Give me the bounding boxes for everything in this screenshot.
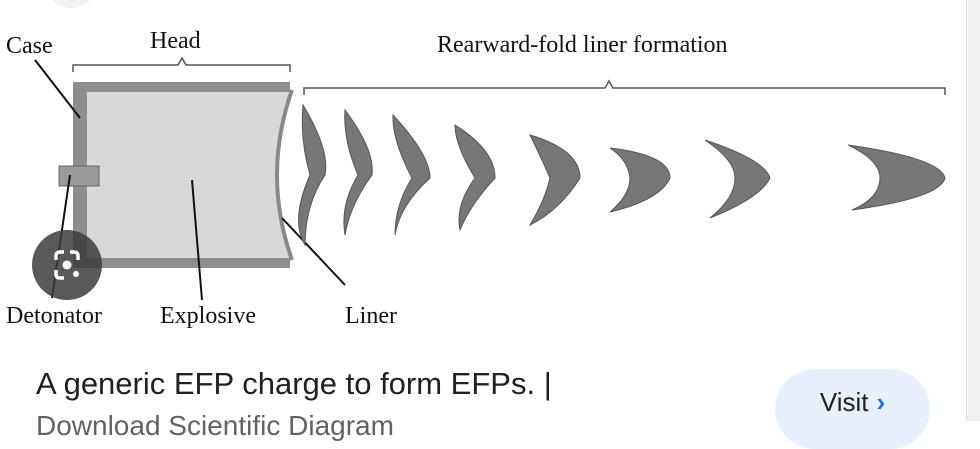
visit-button[interactable]: Visit › bbox=[775, 369, 930, 449]
result-title[interactable]: A generic EFP charge to form EFPs. | bbox=[36, 366, 552, 401]
charge-body bbox=[58, 82, 294, 268]
label-explosive: Explosive bbox=[160, 303, 256, 329]
head-brace bbox=[72, 56, 291, 72]
google-lens-icon bbox=[54, 250, 80, 280]
result-subtitle: Download Scientific Diagram bbox=[36, 410, 394, 441]
label-detonator: Detonator bbox=[6, 303, 102, 329]
label-formation: Rearward-fold liner formation bbox=[437, 32, 728, 58]
label-case: Case bbox=[6, 33, 53, 59]
label-liner: Liner bbox=[345, 303, 397, 329]
top-button-partial[interactable] bbox=[45, 0, 97, 8]
efp-diagram-image[interactable]: Case Head Rearward-fold liner formation … bbox=[0, 20, 960, 340]
google-lens-button[interactable] bbox=[32, 230, 102, 300]
liner-formation-stages bbox=[298, 103, 946, 247]
label-head: Head bbox=[150, 28, 201, 54]
side-panel-edge bbox=[966, 0, 980, 421]
visit-label: Visit bbox=[819, 387, 869, 417]
formation-brace bbox=[303, 79, 946, 95]
chevron-right-icon: › bbox=[876, 387, 886, 417]
